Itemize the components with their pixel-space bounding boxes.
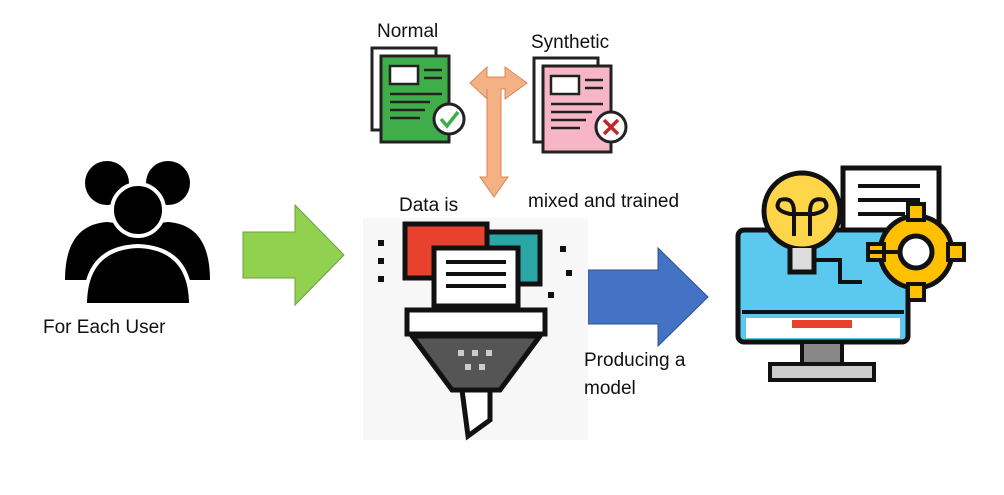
label-model: model [584, 378, 636, 399]
label-producing-a: Producing a [584, 350, 686, 371]
orange-double-arrow [469, 65, 528, 198]
label-synthetic: Synthetic [531, 32, 610, 53]
label-data-is: Data is [399, 195, 459, 216]
document-check-icon [370, 46, 466, 144]
blue-arrow [587, 246, 709, 348]
green-arrow [242, 203, 345, 307]
label-mixed-and-trained: mixed and trained [528, 191, 680, 212]
label-normal: Normal [377, 21, 439, 42]
document-cross-icon [532, 56, 628, 154]
label-for-each-user: For Each User [43, 317, 166, 338]
monitor-lightbulb-gear-icon [735, 165, 966, 382]
data-funnel-icon [363, 218, 588, 441]
users-group-icon [65, 161, 210, 307]
